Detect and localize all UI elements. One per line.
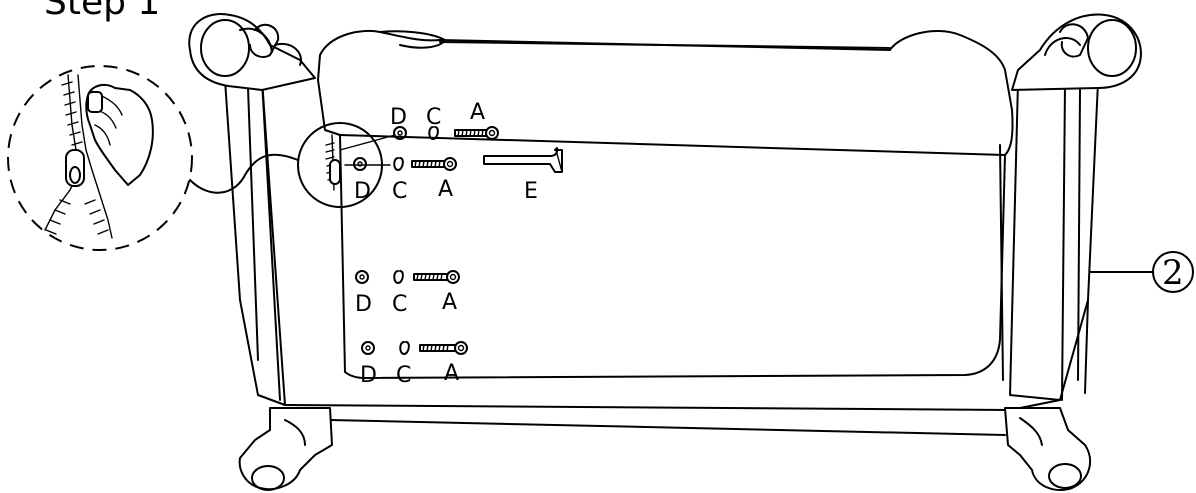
hardware-row-1 (393, 126, 499, 140)
local-detail-circle (297, 122, 396, 208)
bottom-rail (274, 399, 1061, 436)
washer-hole (365, 345, 371, 351)
right-top-corner-cap (1011, 13, 1142, 91)
washer-icon (393, 126, 407, 140)
top-rail-cover (317, 29, 1014, 156)
left-frame-post (224, 79, 286, 406)
part-label-a-row3: A (442, 290, 457, 315)
washer-icon (361, 341, 375, 355)
lock-washer-icon (393, 270, 404, 284)
part-label-d-row1: D (390, 105, 407, 130)
bolt-icon (419, 341, 468, 355)
lock-washer-icon (399, 341, 410, 355)
part-label-d-row2: D (354, 179, 371, 204)
callout-leader (1089, 251, 1194, 293)
bolt-icon (413, 270, 460, 284)
left-top-corner-cap (188, 13, 316, 91)
bolt-icon (411, 157, 457, 171)
lock-washer-icon (428, 126, 439, 140)
part-label-a-row2: A (438, 177, 453, 202)
part-label-c-row2: C (392, 179, 407, 204)
hardware-row-4 (361, 341, 468, 355)
part-label-e-tool: E (524, 179, 538, 204)
hardware-row-2 (353, 157, 457, 171)
side-panel (339, 134, 1006, 381)
part-label-c-row4: C (396, 363, 411, 388)
part-label-c-row3: C (392, 292, 407, 317)
zipper-hand-icon (44, 74, 154, 239)
hardware-row-3 (355, 270, 460, 284)
part-label-a-row4: A (444, 361, 459, 386)
bolt-icon (454, 126, 499, 140)
part-label-c-row1: C (426, 105, 441, 130)
left-foot (238, 407, 333, 491)
part-label-a-row1: A (470, 100, 485, 125)
part-label-d-row3: D (355, 292, 372, 317)
lock-washer-icon (393, 157, 404, 171)
allen-key-icon (483, 147, 563, 173)
washer-hole (357, 161, 363, 167)
right-frame-post (1009, 81, 1099, 401)
washer-icon (355, 270, 369, 284)
washer-icon (353, 157, 367, 171)
part-label-d-row4: D (360, 363, 377, 388)
callout-number: 2 (1162, 253, 1184, 293)
right-foot (1004, 407, 1092, 491)
washer-hole (359, 274, 365, 280)
step-title: Step 1 (44, 0, 160, 23)
callout-circle (1152, 251, 1194, 293)
zipper-detail-callout (7, 65, 299, 251)
washer-hole (397, 130, 403, 136)
